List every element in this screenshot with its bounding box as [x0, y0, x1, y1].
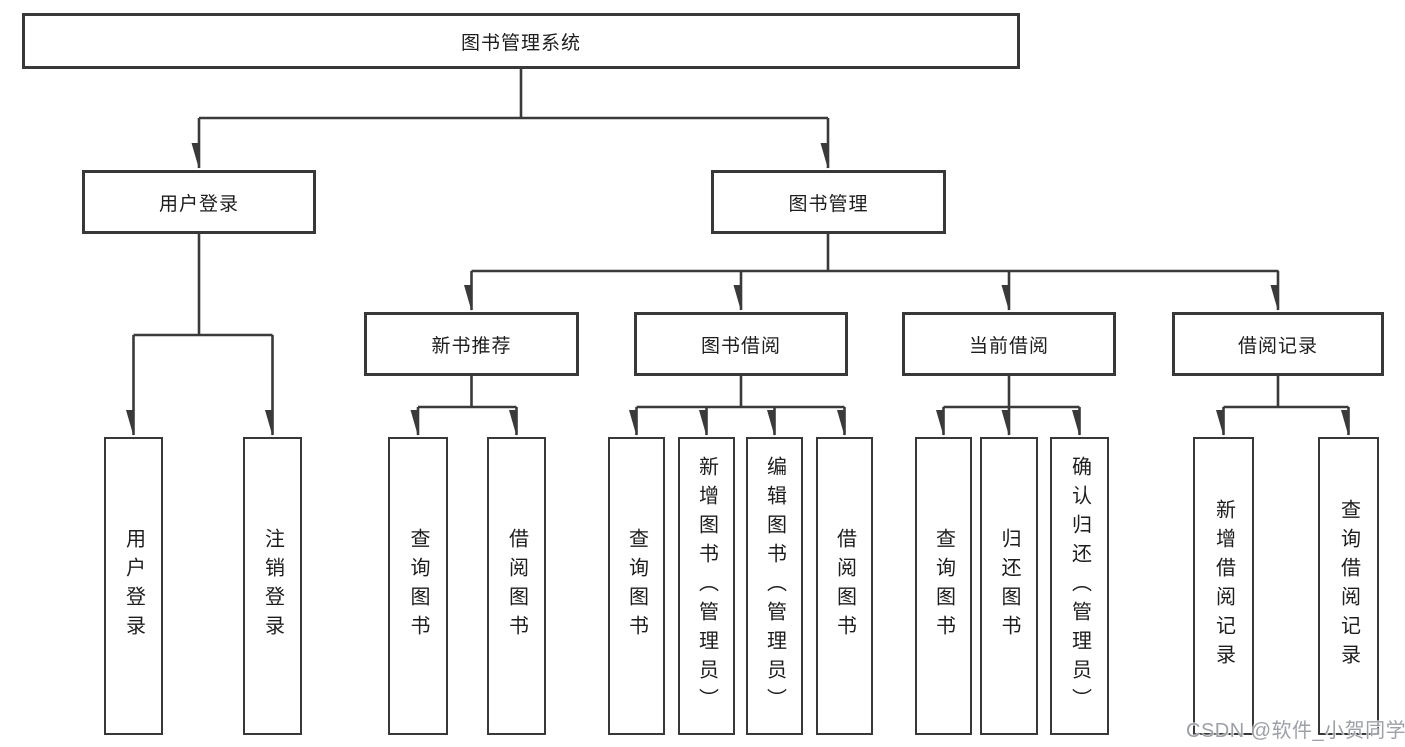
leaf-query-books-2-label: 查询图书	[625, 528, 648, 644]
leaf-borrow-books-2: 借阅图书	[816, 437, 873, 735]
leaf-logout-label: 注销登录	[261, 528, 284, 644]
leaf-edit-books: 编辑图书（管理员）	[746, 437, 803, 735]
node-root-label: 图书管理系统	[460, 32, 581, 54]
leaf-query-books-1-label: 查询图书	[407, 528, 429, 644]
leaf-borrow-books-1-label: 借阅图书	[505, 528, 528, 644]
leaf-user-login: 用户登录	[104, 437, 163, 735]
leaf-add-borrow-record-label: 新增借阅记录	[1212, 499, 1235, 673]
leaf-query-borrow-record: 查询借阅记录	[1318, 437, 1379, 735]
leaf-borrow-books-1: 借阅图书	[487, 437, 546, 735]
node-book-borrow: 图书借阅	[634, 312, 848, 376]
leaf-query-books-2: 查询图书	[608, 437, 665, 735]
csdn-watermark: CSDN @软件_小贺同学	[1186, 720, 1405, 742]
leaf-logout: 注销登录	[243, 437, 302, 735]
leaf-add-borrow-record: 新增借阅记录	[1193, 437, 1254, 735]
leaf-query-borrow-record-label: 查询借阅记录	[1337, 499, 1360, 673]
leaf-borrow-books-2-label: 借阅图书	[833, 528, 856, 644]
leaf-confirm-return-label: 确认归还（管理员）	[1068, 455, 1091, 717]
node-book-management: 图书管理	[711, 170, 946, 234]
node-book-management-label: 图书管理	[788, 193, 869, 215]
leaf-return-books: 归还图书	[980, 437, 1038, 735]
leaf-add-books: 新增图书（管理员）	[678, 437, 735, 735]
node-user-login-label: 用户登录	[158, 193, 239, 215]
node-book-borrow-label: 图书借阅	[700, 335, 781, 357]
node-new-book-recommend: 新书推荐	[364, 312, 579, 376]
leaf-return-books-label: 归还图书	[998, 528, 1020, 644]
leaf-edit-books-label: 编辑图书（管理员）	[763, 455, 786, 717]
node-current-borrow-label: 当前借阅	[968, 335, 1049, 357]
connector-rails	[133, 69, 1349, 409]
node-borrow-records-label: 借阅记录	[1237, 335, 1318, 357]
leaf-query-books-1: 查询图书	[388, 437, 448, 735]
node-user-login: 用户登录	[82, 170, 316, 234]
node-current-borrow: 当前借阅	[902, 312, 1116, 376]
node-new-book-recommend-label: 新书推荐	[431, 335, 512, 357]
leaf-confirm-return: 确认归还（管理员）	[1050, 437, 1109, 735]
node-borrow-records: 借阅记录	[1172, 312, 1384, 376]
leaf-query-books-3: 查询图书	[915, 437, 972, 735]
leaf-add-books-label: 新增图书（管理员）	[695, 455, 718, 717]
node-root: 图书管理系统	[22, 13, 1020, 69]
leaf-user-login-label: 用户登录	[122, 528, 145, 644]
leaf-query-books-3-label: 查询图书	[932, 528, 955, 644]
